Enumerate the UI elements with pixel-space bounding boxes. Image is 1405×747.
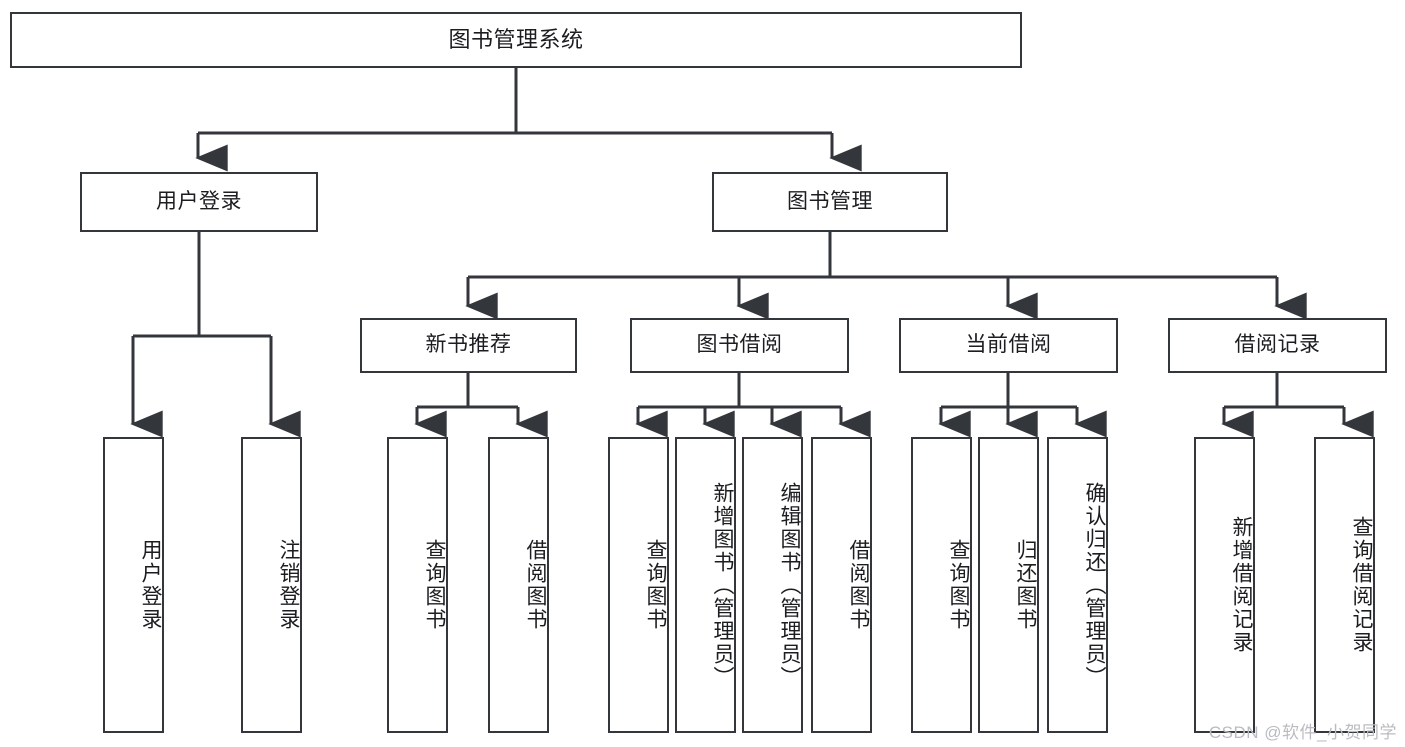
node-borrow-record[interactable]: 借阅记录 [1168, 318, 1387, 373]
node-leaf-return-book[interactable]: 归还图书 [978, 437, 1039, 733]
node-label: 查询图书 [423, 539, 446, 631]
node-leaf-borrow-book-2[interactable]: 借阅图书 [811, 437, 872, 733]
node-book-borrow[interactable]: 图书借阅 [630, 318, 849, 373]
node-leaf-query-book-1[interactable]: 查询图书 [387, 437, 448, 733]
node-leaf-query-book-2[interactable]: 查询图书 [608, 437, 669, 733]
node-leaf-confirm-return[interactable]: 确认归还（管理员） [1047, 437, 1108, 733]
node-label: 确认归还（管理员） [1083, 481, 1106, 689]
node-label: 新增借阅记录 [1230, 516, 1253, 654]
node-user-login[interactable]: 用户登录 [80, 172, 318, 232]
node-label: 借阅图书 [847, 539, 870, 631]
node-label: 查询图书 [947, 539, 970, 631]
node-label: 编辑图书（管理员） [778, 481, 801, 689]
node-leaf-query-borrow-record[interactable]: 查询借阅记录 [1314, 437, 1375, 733]
node-label: 查询借阅记录 [1350, 516, 1373, 654]
node-label: 用户登录 [139, 539, 162, 631]
node-leaf-query-book-3[interactable]: 查询图书 [911, 437, 972, 733]
node-leaf-borrow-book-1[interactable]: 借阅图书 [488, 437, 549, 733]
node-leaf-add-borrow-record[interactable]: 新增借阅记录 [1194, 437, 1255, 733]
node-label: 新增图书（管理员） [711, 481, 734, 689]
node-label: 归还图书 [1014, 539, 1037, 631]
node-label: 注销登录 [277, 539, 300, 631]
node-new-book-recommend[interactable]: 新书推荐 [360, 318, 577, 373]
node-current-borrow[interactable]: 当前借阅 [899, 318, 1118, 373]
node-leaf-logout-login[interactable]: 注销登录 [241, 437, 302, 733]
watermark: CSDN @软件_小贺同学 [1208, 723, 1397, 742]
node-label: 借阅图书 [524, 539, 547, 631]
node-leaf-add-book[interactable]: 新增图书（管理员） [675, 437, 736, 733]
node-leaf-user-login[interactable]: 用户登录 [103, 437, 164, 733]
node-root[interactable]: 图书管理系统 [10, 12, 1022, 68]
node-label: 查询图书 [644, 539, 667, 631]
node-book-manage[interactable]: 图书管理 [712, 172, 948, 232]
node-leaf-edit-book[interactable]: 编辑图书（管理员） [742, 437, 803, 733]
